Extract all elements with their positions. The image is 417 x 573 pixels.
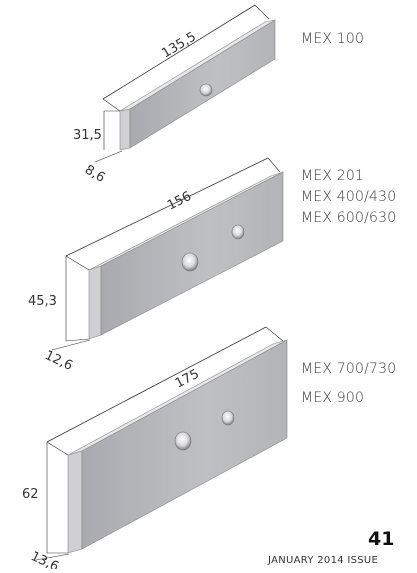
- dim-depth: 13,6: [28, 549, 61, 569]
- block-end-face: [88, 265, 102, 340]
- model-label-mex-700-730: MEX 700/730: [301, 361, 397, 377]
- model-label-mex-201: MEX 201: [301, 168, 365, 184]
- mounting-hole: [199, 83, 213, 97]
- dim-depth: 8,6: [82, 162, 107, 185]
- dim-height: 45,3: [28, 294, 57, 309]
- model-label-mex-400-430: MEX 400/430: [301, 189, 397, 205]
- dim-length: 156: [165, 189, 194, 214]
- dim-height: 31,5: [73, 128, 102, 143]
- page-number: 41: [368, 528, 395, 550]
- block-mex-700: 175 62 13,6: [22, 326, 288, 573]
- model-label-mex-600-630: MEX 600/630: [301, 210, 397, 226]
- mounting-hole: [231, 224, 245, 240]
- issue-date: JANUARY 2014 ISSUE: [268, 555, 379, 566]
- mounting-hole: [221, 410, 235, 426]
- mounting-hole: [174, 431, 192, 451]
- block-front-face: [129, 19, 276, 149]
- block-mex-100: 135,5 31,5 8,6: [73, 4, 276, 186]
- dim-length: 135,5: [159, 29, 199, 61]
- block-end-face: [119, 108, 131, 151]
- mounting-hole: [181, 252, 199, 272]
- block-mex-201: 156 45,3 12,6: [28, 157, 284, 374]
- model-label-mex-900: MEX 900: [301, 390, 365, 406]
- dim-depth: 12,6: [42, 348, 75, 374]
- block-end-face: [67, 450, 83, 554]
- dim-height: 62: [22, 487, 39, 502]
- model-label-mex-100: MEX 100: [301, 31, 365, 47]
